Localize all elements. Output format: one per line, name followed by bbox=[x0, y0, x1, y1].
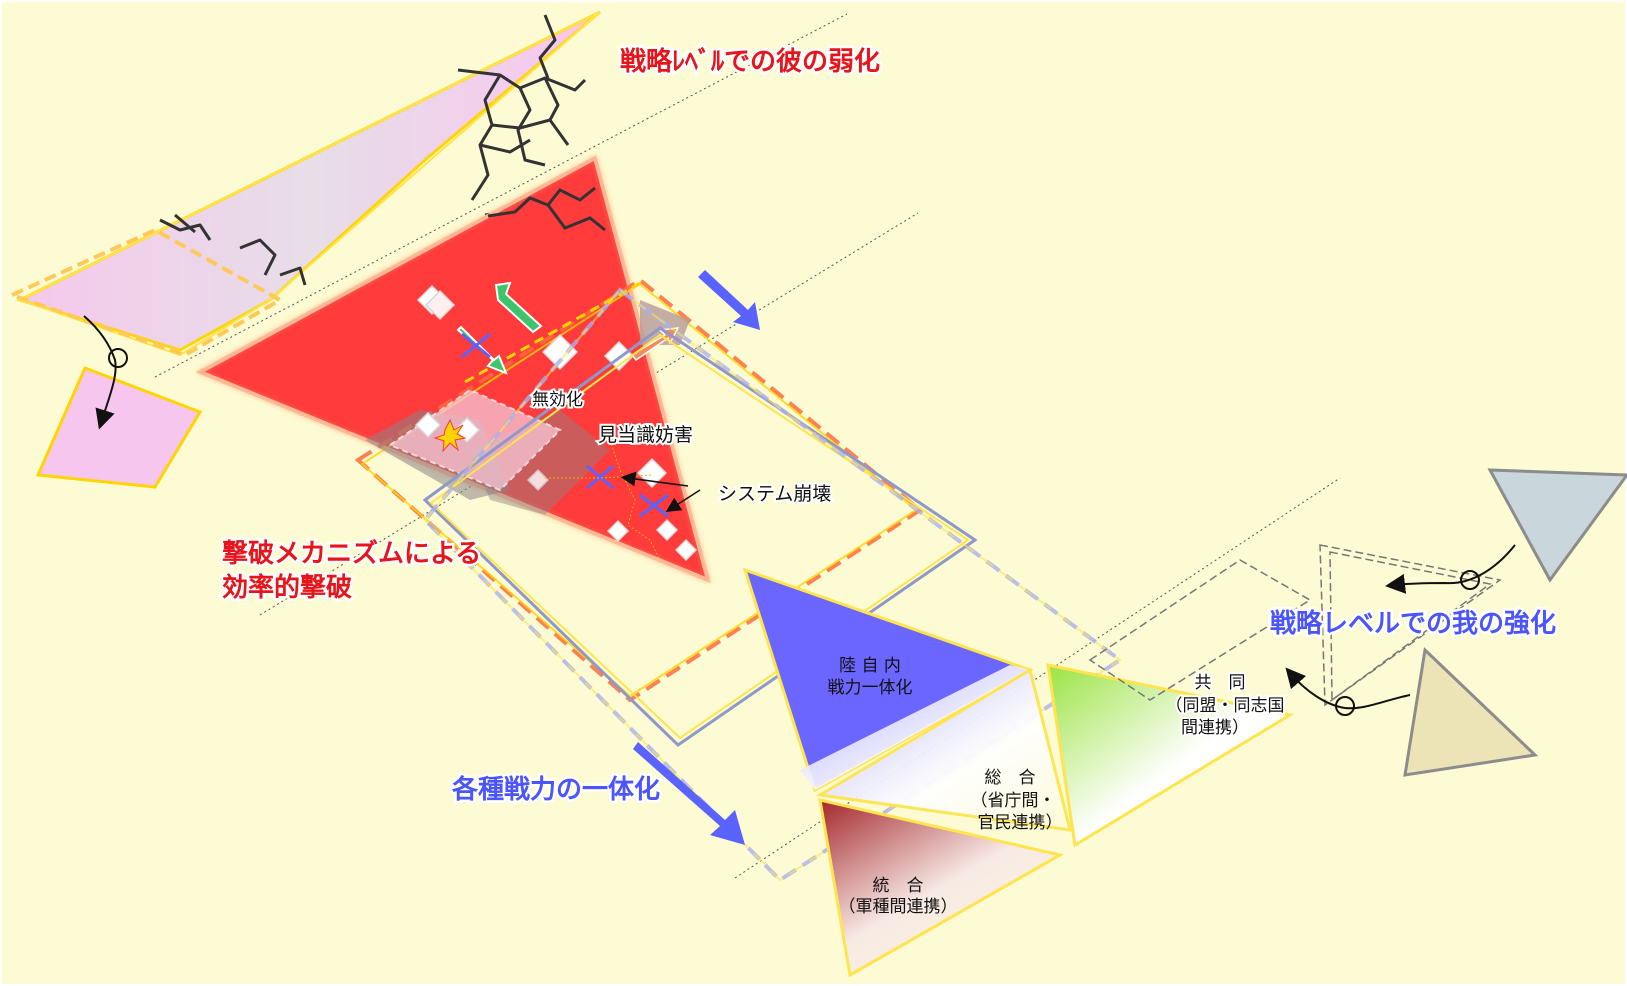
enemy-network-lines bbox=[487, 186, 606, 232]
combined-label-line3: 間連携） bbox=[1181, 718, 1249, 738]
own-frame-outer bbox=[422, 326, 978, 747]
orange-arrow bbox=[630, 327, 680, 362]
joint-label-line2: （軍種間連携） bbox=[839, 897, 958, 917]
collapse-callout bbox=[620, 471, 701, 513]
partner-triangle-blue bbox=[1487, 468, 1627, 583]
explosion-icon bbox=[433, 418, 467, 453]
label-defeat-mechanism-line1: 撃破メカニズムによる bbox=[222, 538, 481, 569]
label-targeting-interference: 見当識妨害 bbox=[598, 424, 693, 446]
label-system-collapse: システム崩壊 bbox=[718, 483, 831, 505]
government-triangle bbox=[815, 667, 1072, 832]
joint-triangle bbox=[818, 798, 1065, 978]
label-integration-of-forces: 各種戦力の一体化 bbox=[451, 774, 660, 805]
partner-triangle-yellow bbox=[1403, 646, 1539, 777]
government-label-line1: 総 合 bbox=[985, 768, 1036, 788]
gsdf-label-line2: 戦力一体化 bbox=[828, 678, 913, 698]
partner-dashed-shapes bbox=[1088, 544, 1502, 707]
joint-label-line1: 統 合 bbox=[873, 876, 924, 896]
blue-arrows bbox=[633, 270, 760, 845]
label-nullification: 無効化 bbox=[532, 390, 583, 410]
combined-label-line1: 共 同 bbox=[1195, 673, 1246, 693]
enemy-dashed-outline bbox=[6, 227, 285, 358]
own-dashed-frame-yellow bbox=[423, 288, 1122, 882]
x-mark-icon bbox=[461, 332, 669, 518]
government-label-line3: 官民連携） bbox=[978, 813, 1063, 833]
combined-triangle bbox=[1046, 663, 1295, 848]
circular-arrow-icon bbox=[1285, 544, 1516, 716]
combined-label-line2: （同盟・同志国 bbox=[1166, 696, 1285, 716]
enemy-fallen-piece bbox=[35, 366, 203, 489]
gsdf-label-line1: 陸 自 内 bbox=[839, 656, 901, 676]
circular-arrow-icon bbox=[83, 315, 128, 430]
gsdf-triangle-edge bbox=[800, 665, 1030, 790]
label-enemy-weakening: 戦略ﾚﾍﾞﾙでの彼の弱化 bbox=[620, 46, 880, 77]
label-defeat-mechanism-line2: 効率的撃破 bbox=[222, 572, 352, 603]
government-label-line2: （省庁間・ bbox=[971, 791, 1056, 811]
own-frame-inner bbox=[429, 333, 970, 740]
label-our-strengthening: 戦略レベルでの我の強化 bbox=[1270, 608, 1556, 639]
